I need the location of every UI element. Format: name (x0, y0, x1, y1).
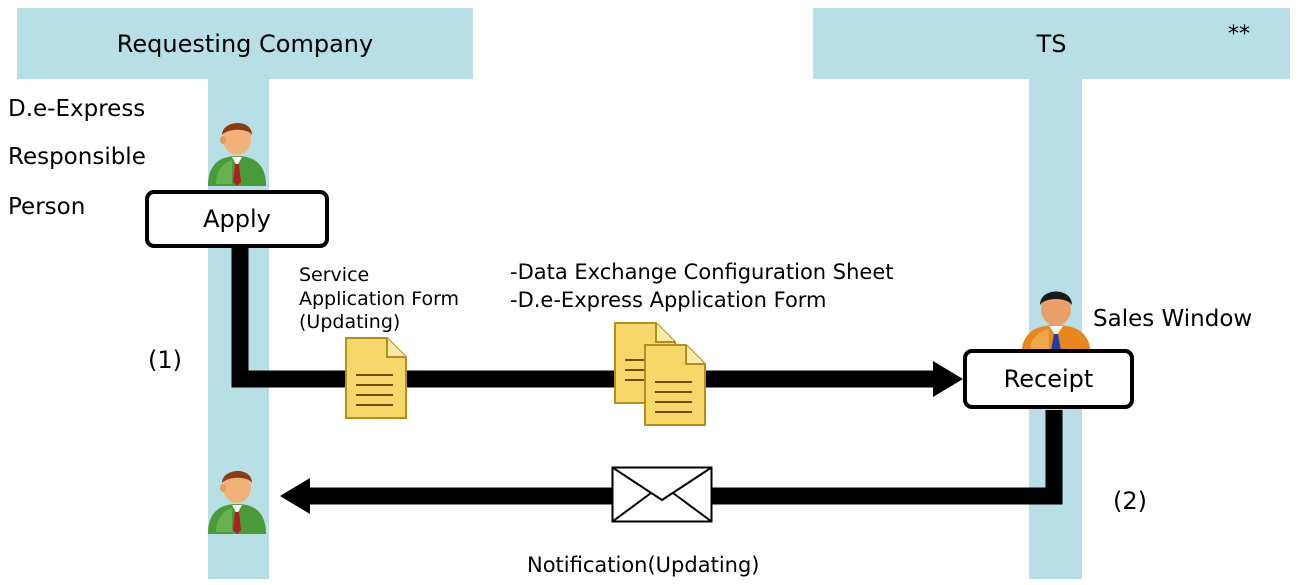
lane-title-ts: TS (1036, 29, 1067, 58)
receipt-label: Receipt (1003, 365, 1094, 393)
document-front (644, 344, 706, 426)
apply-box: Apply (145, 190, 329, 248)
ts-marker: ** (1228, 22, 1250, 47)
lane-header-ts: TS (813, 8, 1290, 79)
actor-label-line2: Responsible (8, 144, 146, 170)
documents-label-line1: -Data Exchange Configuration Sheet (510, 260, 894, 284)
receipt-box: Receipt (963, 349, 1134, 409)
service-form-label-line3: (Updating) (299, 311, 401, 333)
step-2-label: (2) (1113, 487, 1147, 515)
flow-arrow-2 (280, 410, 1063, 514)
envelope-icon (611, 466, 713, 523)
step-1-label: (1) (148, 346, 182, 374)
lane-header-requesting-company: Requesting Company (17, 8, 473, 79)
person-green-icon (208, 122, 266, 186)
documents-stack-icon (614, 322, 706, 426)
service-form-label-line1: Service (299, 264, 370, 286)
actor-label-line1: D.e-Express (8, 96, 146, 122)
service-form-label-line2: Application Form (299, 288, 460, 310)
document-icon (345, 337, 407, 419)
lane-title-requesting-company: Requesting Company (116, 29, 374, 58)
actor-label-line3: Person (8, 194, 86, 220)
apply-label: Apply (203, 205, 271, 233)
person-green-icon-notified (208, 470, 266, 534)
actor-label-sales-window: Sales Window (1093, 306, 1253, 332)
documents-label-line2: -D.e-Express Application Form (510, 288, 827, 312)
person-orange-icon (1021, 291, 1091, 357)
notification-label: Notification(Updating) (527, 553, 760, 577)
